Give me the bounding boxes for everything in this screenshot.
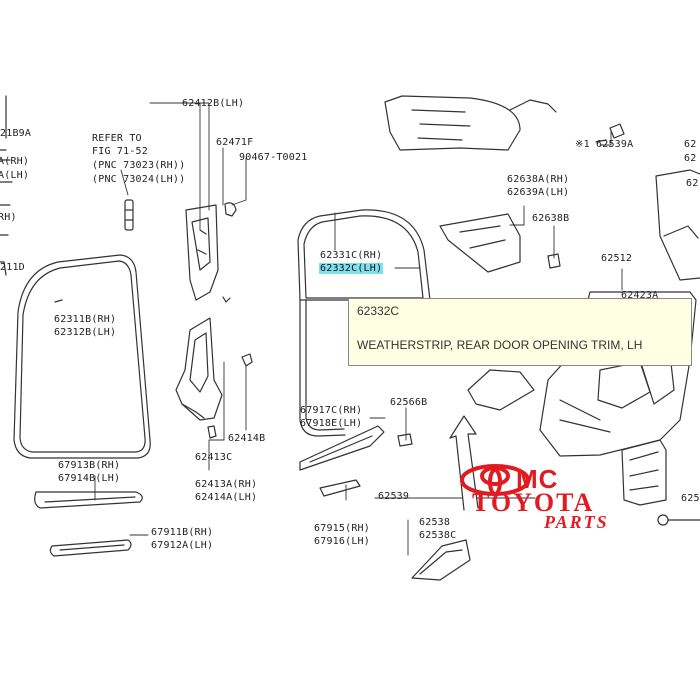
rear-quarter-parts — [384, 95, 625, 273]
note-pnc-73024: (PNC 73024(LH)) — [92, 174, 186, 185]
part-67916[interactable]: 67916(LH) — [314, 536, 370, 547]
note-refer-to: REFER TO — [92, 133, 142, 144]
note-pnc-73023: (PNC 73023(RH)) — [92, 160, 186, 171]
tooltip-part-description: WEATHERSTRIP, REAR DOOR OPENING TRIM, LH — [357, 338, 643, 352]
part-rh-left-mid[interactable]: RH) — [0, 212, 17, 223]
toyota-emblem — [460, 464, 530, 496]
tooltip-part-code: 62332C — [357, 304, 400, 318]
part-62566b[interactable]: 62566B — [390, 397, 428, 408]
part-62311b[interactable]: 62311B(RH) — [54, 314, 117, 325]
part-62331c[interactable]: 62331C(RH) — [320, 250, 383, 261]
part-62412b-lh[interactable]: 62412B(LH) — [182, 98, 245, 109]
b-pillar-trim — [124, 199, 237, 303]
part-67912a[interactable]: 67912A(LH) — [151, 540, 214, 551]
part-62638a[interactable]: 62638A(RH) — [507, 174, 570, 185]
watermark-line3: PARTS — [544, 512, 609, 532]
part-67918e[interactable]: 67918E(LH) — [300, 418, 363, 429]
part-edge-625[interactable]: 625 — [681, 493, 700, 504]
left-edge-parts — [0, 95, 13, 276]
part-62538c[interactable]: 62538C — [419, 530, 457, 541]
watermark-line2: TOYOTA — [472, 488, 595, 517]
part-62332c-highlighted[interactable]: 62332C(LH) — [319, 263, 384, 274]
part-67915[interactable]: 67915(RH) — [314, 523, 370, 534]
part-621b9a[interactable]: 21B9A — [0, 128, 32, 139]
part-62638b[interactable]: 62638B — [532, 213, 570, 224]
part-edge-62-top2[interactable]: 62 — [684, 153, 697, 164]
part-62312b[interactable]: 62312B(LH) — [54, 327, 117, 338]
part-67911b[interactable]: 67911B(RH) — [151, 527, 214, 538]
pillar-lower-trim — [175, 317, 253, 439]
direction-arrow — [449, 415, 479, 511]
front-door-weatherstrip — [13, 254, 151, 459]
part-62471f[interactable]: 62471F — [216, 137, 254, 148]
leader-lines — [94, 102, 623, 556]
scuff-plates — [34, 425, 413, 557]
part-62413c[interactable]: 62413C — [195, 452, 233, 463]
part-rh-left-top[interactable]: A(RH) — [0, 156, 30, 167]
part-62414b[interactable]: 62414B — [228, 433, 266, 444]
part-lh-left-top[interactable]: A(LH) — [0, 170, 30, 181]
note-wo-rear: 62539 — [378, 491, 410, 502]
part-edge-62-top[interactable]: 62 — [684, 139, 697, 150]
bottom-parts — [411, 439, 700, 581]
part-67914b[interactable]: 67914B(LH) — [58, 473, 121, 484]
part-62539a[interactable]: ※1 62539A — [575, 139, 634, 150]
part-62639a[interactable]: 62639A(LH) — [507, 187, 570, 198]
part-67913b[interactable]: 67913B(RH) — [58, 460, 121, 471]
watermark-logo: MC TOYOTA PARTS — [458, 464, 628, 546]
part-62414a[interactable]: 62414A(LH) — [195, 492, 258, 503]
part-62538[interactable]: 62538 — [419, 517, 451, 528]
part-67917c[interactable]: 67917C(RH) — [300, 405, 363, 416]
part-edge-62-right[interactable]: 62 — [686, 178, 699, 189]
watermark-line1: MC — [516, 464, 559, 494]
part-90467[interactable]: 90467-T0021 — [239, 152, 308, 163]
part-62413a[interactable]: 62413A(RH) — [195, 479, 258, 490]
note-fig[interactable]: FIG 71-52 — [92, 146, 148, 157]
part-62423a[interactable]: 62423A — [621, 290, 659, 301]
part-62512[interactable]: 62512 — [601, 253, 633, 264]
part-tooltip: 62332C WEATHERSTRIP, REAR DOOR OPENING T… — [348, 298, 692, 366]
rear-door-weatherstrip — [297, 209, 431, 437]
part-211d[interactable]: 211D — [0, 262, 25, 273]
